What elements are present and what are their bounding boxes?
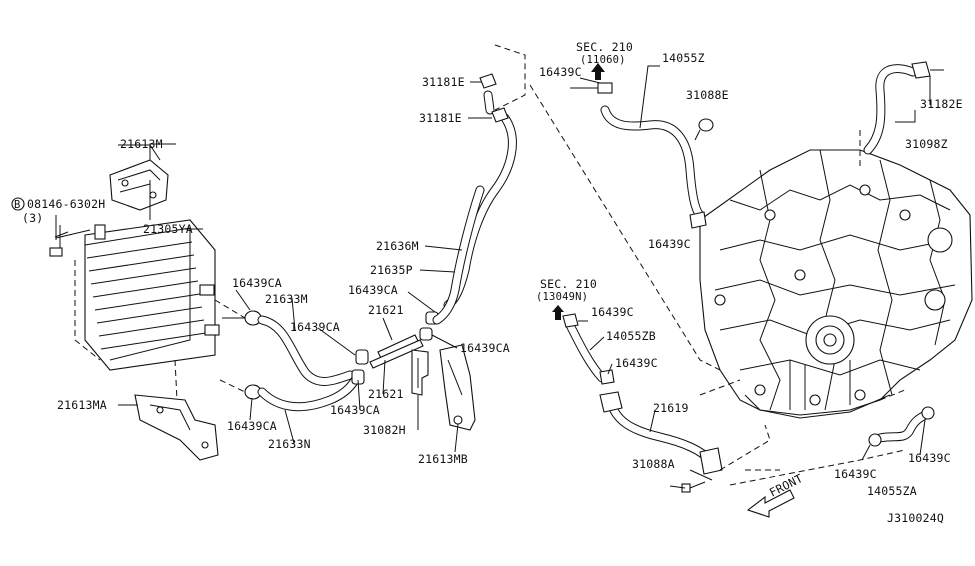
dashed-leader-g [729, 449, 906, 486]
label-14055Z: 14055Z [662, 51, 705, 65]
label-21633M: 21633M [265, 292, 308, 306]
label-16439C-d: 16439C [834, 467, 877, 481]
transmission-body [699, 149, 973, 419]
label-08146-6302H: 08146-6302H [27, 197, 105, 211]
label-diagram-code: J310024Q [887, 511, 944, 525]
label-21621-a: 21621 [368, 303, 404, 317]
hose-21633N [257, 375, 360, 412]
pipe-21621-lower [369, 339, 424, 369]
label-14055ZB: 14055ZB [606, 329, 656, 343]
clip-16439CA-lower [219, 379, 262, 400]
label-21619: 21619 [653, 401, 689, 415]
bolt-08146-6302H [49, 215, 91, 257]
clip-16439C-c [599, 369, 615, 385]
hose-31098Z [863, 64, 918, 155]
label-21305YA: 21305YA [143, 222, 193, 236]
clamp-31182E [911, 61, 944, 79]
label-16439CA-c: 16439CA [348, 283, 398, 297]
arrow-up-sec210-mid [552, 305, 564, 320]
arrow-up-sec210-top [591, 63, 605, 80]
clip-16439CA-upper [214, 299, 262, 326]
leader-lines [118, 65, 926, 489]
hose-21633M [257, 315, 355, 386]
label-21633N: 21633N [268, 437, 311, 451]
label-circle-b: B [14, 199, 21, 211]
label-sec210-mid-ref: (13049N) [536, 291, 588, 303]
label-21613MB: 21613MB [418, 452, 468, 466]
circle-b-icon [11, 197, 25, 211]
label-31088A: 31088A [632, 457, 675, 471]
oil-cooler-21305YA [74, 180, 220, 421]
clip-16439CA-mid-d [419, 327, 433, 341]
label-sec210-top: SEC. 210 [576, 40, 633, 54]
label-31181E-b: 31181E [419, 111, 462, 125]
label-16439CA-a: 16439CA [232, 276, 282, 290]
pipe-21635P [432, 90, 495, 325]
hose-14055ZB [565, 320, 607, 383]
clamp-31181E-upper [470, 73, 497, 89]
label-21613MA: 21613MA [57, 398, 107, 412]
label-21635P: 21635P [370, 263, 413, 277]
label-21636M: 21636M [376, 239, 419, 253]
label-14055ZA: 14055ZA [867, 484, 917, 498]
clamp-31088E [694, 118, 714, 141]
label-21621-b: 21621 [368, 387, 404, 401]
label-21613M: 21613M [120, 137, 163, 151]
label-08146-qty: (3) [22, 211, 43, 225]
clip-16439CA-mid-a [355, 349, 369, 365]
hose-14055Z [570, 82, 705, 220]
bracket-21613M [109, 144, 169, 211]
label-31098Z: 31098Z [905, 137, 948, 151]
label-sec210-mid: SEC. 210 [540, 277, 597, 291]
label-16439CA-e: 16439CA [330, 403, 380, 417]
label-16439C-top: 16439C [539, 65, 582, 79]
hose-14055ZA [875, 410, 930, 443]
label-31182E: 31182E [920, 97, 963, 111]
label-16439C-e: 16439C [908, 451, 951, 465]
clip-16439C-e [921, 406, 935, 420]
dashed-leader-a [494, 44, 526, 111]
label-16439C-mid: 16439C [648, 237, 691, 251]
clamp-31181E-lower [468, 107, 509, 123]
clip-16439C-d [868, 433, 882, 447]
label-31082H: 31082H [363, 423, 406, 437]
label-16439CA-f: 16439CA [227, 419, 277, 433]
label-16439C-b: 16439C [591, 305, 634, 319]
label-31088E: 31088E [686, 88, 729, 102]
bracket-21613MA [134, 394, 219, 461]
front-arrow [746, 489, 795, 518]
clip-16439C-upper [689, 211, 707, 229]
label-sec210-top-ref: (11060) [580, 54, 626, 66]
dashed-leader-e [719, 424, 771, 471]
clip-16439C-b [562, 313, 579, 328]
label-16439CA-b: 16439CA [290, 320, 340, 334]
tube-21619 [599, 391, 723, 481]
label-16439CA-d: 16439CA [460, 341, 510, 355]
label-16439C-c: 16439C [615, 356, 658, 370]
bolt-31088A [681, 481, 706, 493]
dashed-leader-f [879, 389, 906, 401]
labels: 21613M B 08146-6302H (3) 21305YA 16439CA… [11, 40, 963, 525]
dashed-leader-d [699, 379, 741, 396]
label-31181E-a: 31181E [422, 75, 465, 89]
bracket-21613MB [439, 344, 476, 431]
bracket-31082H [411, 349, 429, 396]
leader-31098Z [895, 110, 916, 123]
